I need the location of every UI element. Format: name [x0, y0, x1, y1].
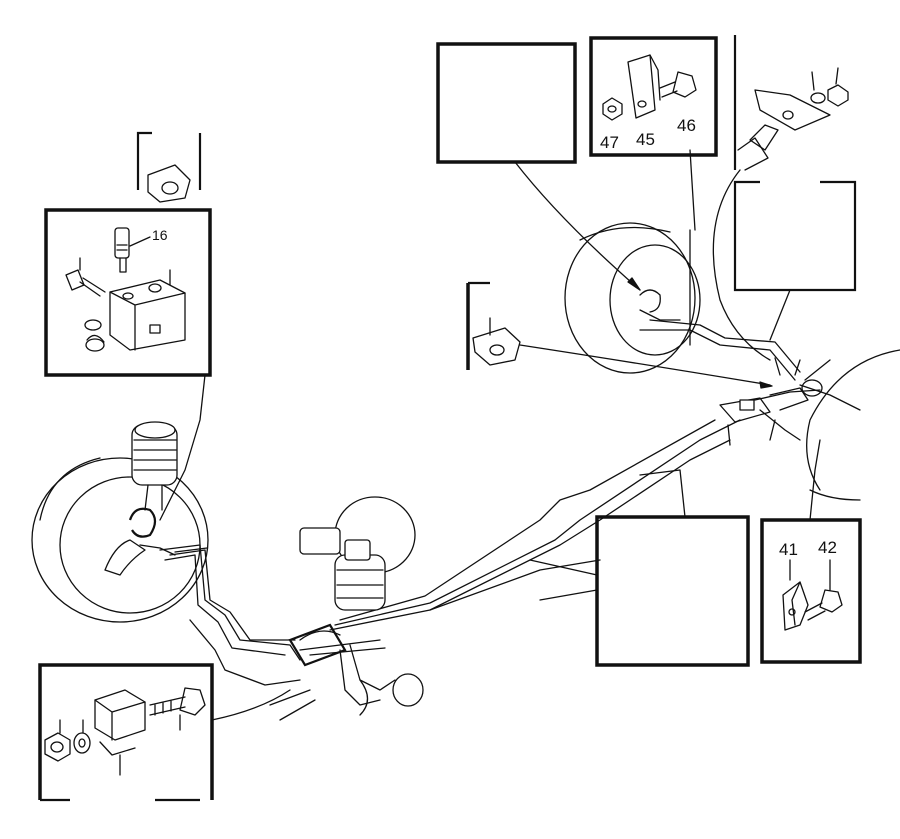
label-part-46: 46	[677, 116, 696, 135]
label-part-47: 47	[600, 133, 619, 152]
rear-axle-cluster	[719, 357, 831, 446]
top-right-bracket	[712, 35, 849, 361]
label-part-45: 45	[636, 130, 655, 149]
inset-blank-top-left	[436, 42, 641, 291]
rear-wheel-assembly	[564, 222, 900, 501]
label-part-42: 42	[818, 538, 837, 557]
inset-clip-bolt	[38, 663, 291, 802]
inset-blank-center	[529, 469, 750, 667]
inset-blank-right	[733, 180, 857, 341]
front-left-wheel-assembly	[31, 421, 209, 623]
inset-valve-block	[44, 131, 212, 521]
brake-lines	[159, 319, 861, 686]
label-part-41: 41	[779, 540, 798, 559]
master-cylinder-assembly	[269, 496, 424, 721]
label-part-16: 16	[152, 227, 168, 243]
inset-small-clip	[466, 281, 773, 389]
inset-bracket-45-47	[589, 36, 718, 231]
inset-bracket-41-42	[760, 439, 862, 664]
